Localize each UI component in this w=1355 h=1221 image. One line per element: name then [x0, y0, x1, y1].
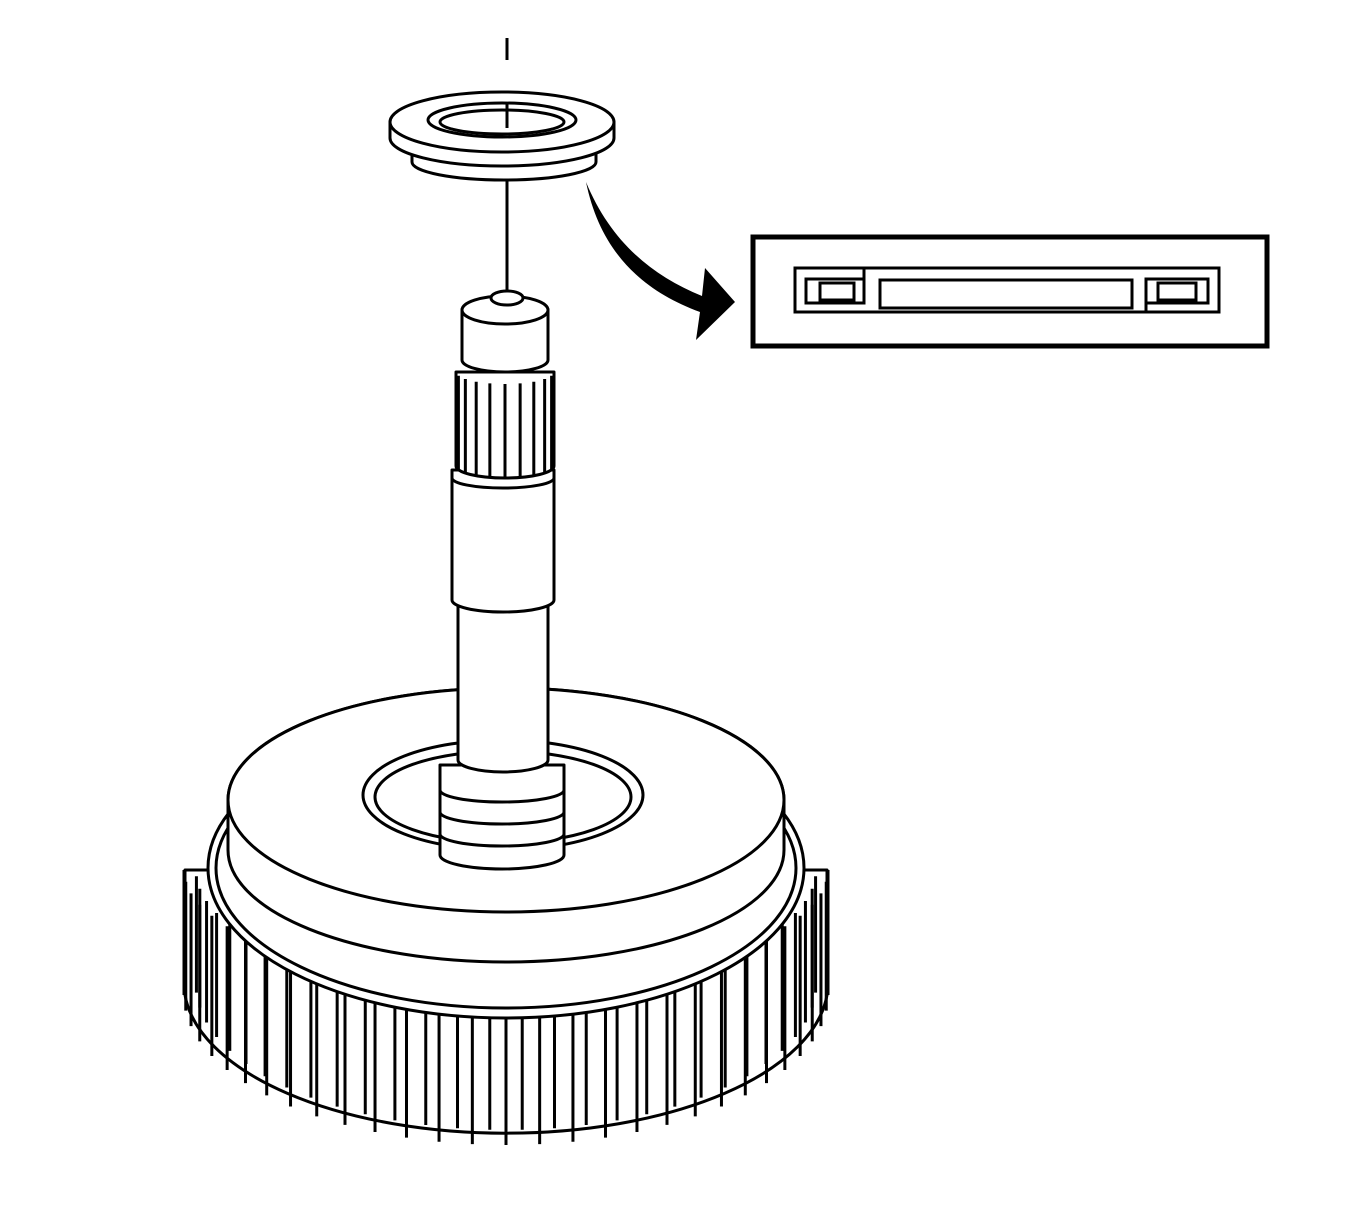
shaft: [438, 289, 566, 871]
callout-arrow: [586, 182, 735, 340]
washer: [388, 90, 616, 182]
detail-inset: [750, 234, 1270, 349]
